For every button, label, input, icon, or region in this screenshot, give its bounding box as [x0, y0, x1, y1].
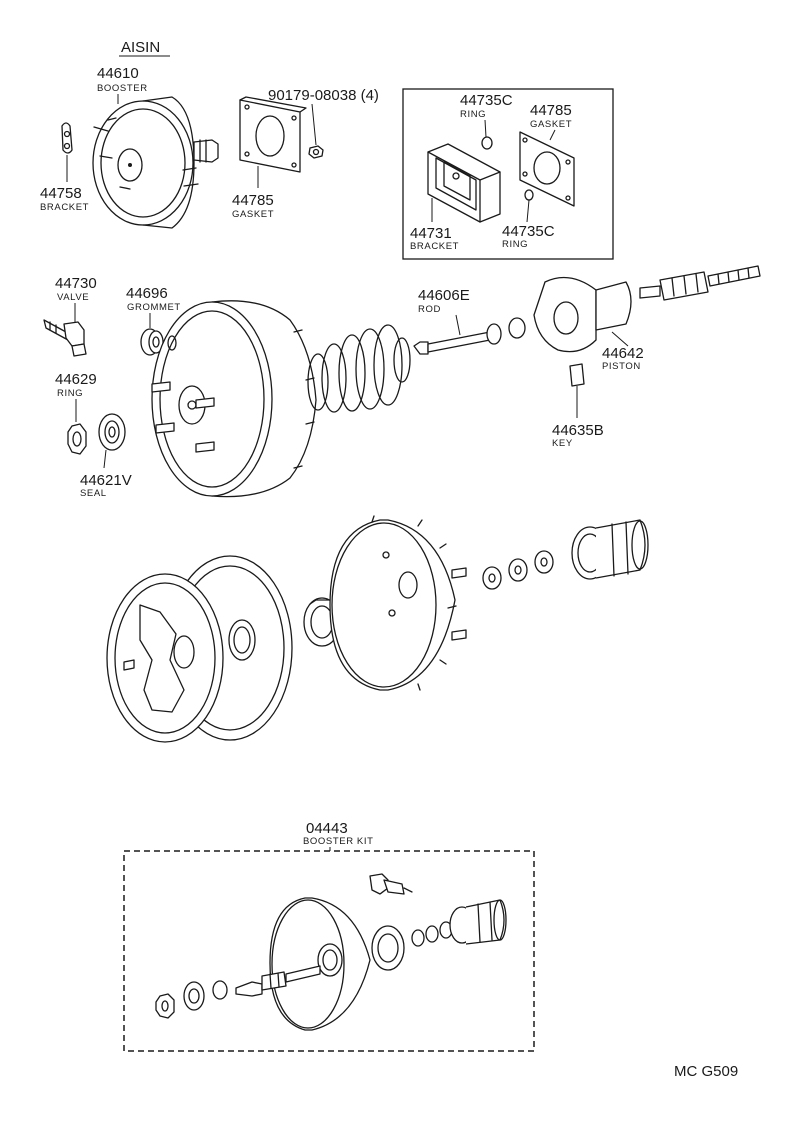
key-drawing: [569, 363, 585, 387]
gasket-44785-left-part-number: 44785: [232, 192, 274, 209]
rod-part-name: ROD: [418, 304, 441, 315]
kit-small-parts-drawing: [155, 980, 228, 1019]
diaphragm-plate-drawing: [329, 515, 467, 691]
nut-90179-drawing: [308, 145, 324, 159]
gasket-44785-box-part-number: 44785: [530, 102, 572, 119]
valve-part-name: VALVE: [57, 292, 89, 303]
ring-44735c-bottom-part-number: 44735C: [502, 223, 555, 240]
piston-leader: [611, 331, 629, 347]
ring-44735c-bottom-part-name: RING: [502, 239, 528, 250]
bracket-44758-drawing: [61, 122, 73, 154]
key-part-name: KEY: [552, 438, 573, 449]
gasket-44785-box-part-name: GASKET: [530, 119, 572, 130]
booster-part-name: BOOSTER: [97, 83, 148, 94]
gasket-44785-left-part-name: GASKET: [232, 209, 274, 220]
rod-drawing: [413, 317, 526, 355]
ring-44629-part-number: 44629: [55, 371, 97, 388]
piston-drawing: [533, 265, 761, 353]
valve-rings-drawing: [482, 550, 554, 590]
seal-drawing: [98, 413, 126, 451]
nut-90179-part-number: 90179-08038 (4): [268, 87, 379, 104]
kit-booster-shell-drawing: [269, 897, 371, 1031]
gasket-44785-box-leader: [549, 129, 556, 141]
ring-44735c-top-drawing: [481, 136, 493, 150]
seal-leader: [103, 449, 107, 469]
drawing-code: MC G509: [674, 1063, 738, 1080]
kit-rod-drawing: [235, 965, 321, 997]
bracket-44731-part-name: BRACKET: [410, 241, 459, 252]
grommet-part-name: GROMMET: [127, 302, 181, 313]
valve-part-number: 44730: [55, 275, 97, 292]
booster-part-number: 44610: [97, 65, 139, 82]
bracket-44731-drawing: [427, 143, 501, 223]
ring-44629-part-name: RING: [57, 388, 83, 399]
grommet-part-number: 44696: [126, 285, 168, 302]
bracket-44758-part-name: BRACKET: [40, 202, 89, 213]
ring-44629-drawing: [67, 423, 87, 455]
boot-drawing: [571, 519, 649, 580]
booster-assembly-drawing: [92, 96, 219, 229]
rod-part-number: 44606E: [418, 287, 470, 304]
ring-44735c-bottom-drawing: [524, 189, 534, 201]
grommet-drawing: [140, 328, 164, 356]
bracket-group-frame: [402, 88, 614, 260]
gasket-44785-box-drawing: [519, 131, 575, 207]
piston-part-number: 44642: [602, 345, 644, 362]
piston-part-name: PISTON: [602, 361, 641, 372]
ring-44735c-top-part-name: RING: [460, 109, 486, 120]
booster-kit-frame: [123, 850, 535, 1052]
rod-leader: [455, 314, 461, 336]
return-spring-drawing: [307, 324, 411, 413]
brand-label: AISIN: [121, 39, 160, 56]
booster-kit-part-number: 04443: [306, 820, 348, 837]
kit-seal-rings-drawing: [371, 899, 507, 971]
valve-drawing: [43, 319, 87, 357]
nut-90179-leader: [311, 103, 317, 146]
seal-part-name: SEAL: [80, 488, 107, 499]
front-shell-drawing: [151, 300, 317, 498]
ring-44735c-top-leader: [484, 119, 487, 138]
rear-shell-drawing: [106, 555, 293, 743]
ring-44735c-top-part-number: 44735C: [460, 92, 513, 109]
key-part-number: 44635B: [552, 422, 604, 439]
ring-44735c-bottom-leader: [526, 199, 530, 223]
bracket-44758-part-number: 44758: [40, 185, 82, 202]
gasket-44785-left-drawing: [239, 96, 307, 173]
bracket-44731-part-number: 44731: [410, 225, 452, 242]
booster-kit-part-name: BOOSTER KIT: [303, 836, 373, 847]
kit-valve-drawing: [369, 873, 413, 895]
seal-part-number: 44621V: [80, 472, 132, 489]
